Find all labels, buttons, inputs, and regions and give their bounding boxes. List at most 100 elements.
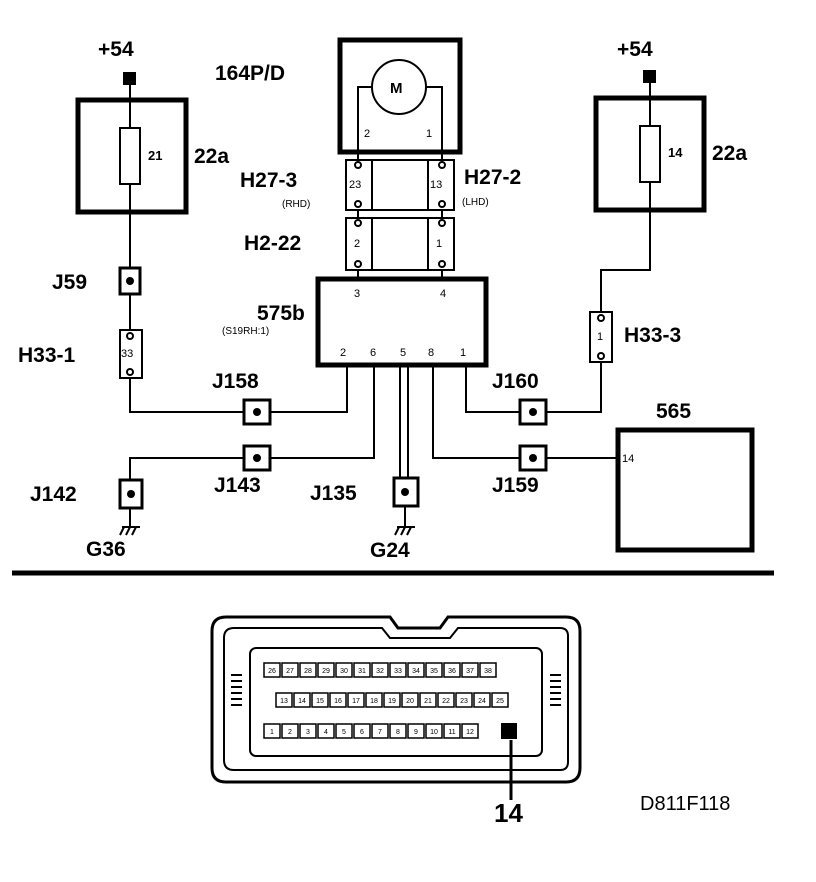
connector-cavity [281,723,299,739]
connector-h33-1-pin: 33 [121,348,133,360]
connector-cavity-label: 37 [466,668,474,675]
connector-cavity [371,662,389,678]
connector-cavity-label: 4 [324,729,328,736]
supply-right-terminal [643,70,656,83]
supply-right-label: +54 [617,38,653,61]
connector-h2-22-label: H2-22 [244,232,301,255]
connector-cavity [353,662,371,678]
unit-565 [615,427,755,553]
connector-h33-1-label: H33-1 [18,344,76,367]
connector-cavity [383,692,401,708]
module-575b-pin-1: 1 [460,347,466,359]
motor-label: 164P/D [215,62,285,85]
module-575b-pin-5: 5 [400,347,406,359]
connector-cavity [293,692,311,708]
connector-cavity-label: 2 [288,729,292,736]
connector-cavity-label: 10 [430,729,438,736]
connector-h33-3-pin: 1 [597,331,603,343]
connector-h2-22-pin-left: 2 [354,238,360,250]
connector-cavity-label: 16 [334,698,342,705]
connector-cavity [329,692,347,708]
connector-cavity [281,662,299,678]
connector-cavity-label: 38 [484,668,492,675]
connector-cavity-label: 22 [442,698,450,705]
ground-g36-symbol [119,526,140,536]
connector-cavity [389,662,407,678]
connector-cavity-label: 31 [358,668,366,675]
unit-565-pin: 14 [622,453,634,465]
fuse-right-element [639,125,661,183]
motor-pin-left: 2 [364,128,370,140]
connector-cavity [443,662,461,678]
connector-cavity-label: 23 [460,698,468,705]
connector-cavity [407,662,425,678]
connector-h27-2-label: H27-2 [464,166,521,189]
ground-g24-label: G24 [370,539,410,562]
latch-right [550,674,561,706]
connector-cavity-label: 14 [298,698,306,705]
connector-cavity [425,723,443,739]
connector-cavity-label: 7 [378,729,382,736]
connector-cavity-label: 6 [360,729,364,736]
connector-cavity [473,692,491,708]
module-575b-pin-3: 3 [354,288,360,300]
module-575b-pin-4: 4 [440,288,446,300]
connector-cavity [317,662,335,678]
connector-h27-3-label: H27-3 [240,169,297,192]
connector-cavity-label: 12 [466,729,474,736]
connector-cavity-label: 9 [414,729,418,736]
fuse-left-label: 22a [194,145,229,168]
junction-j158-label: J158 [212,370,259,393]
connector-cavity-label: 25 [496,698,504,705]
fuse-left-box [75,97,189,215]
fuse-left-number: 21 [148,148,162,163]
connector-h27-3-pin: 23 [349,179,361,191]
connector-h27-2-note: (LHD) [462,197,489,208]
connector-cavity [389,723,407,739]
connector-cavity-label: 24 [478,698,486,705]
connector-cavity-label: 20 [406,698,414,705]
junction-j143-label: J143 [214,474,261,497]
motor-pin-right: 1 [426,128,432,140]
connector-cavity-label: 3 [306,729,310,736]
connector-cavity [311,692,329,708]
connector-cavity-label: 13 [280,698,288,705]
supply-left-label: +54 [98,38,134,61]
ground-g24-symbol [394,526,415,536]
connector-cavity-label: 19 [388,698,396,705]
connector-cavity [455,692,473,708]
module-575b-label: 575b [257,302,305,325]
connector-h33-3-label: H33-3 [624,324,681,347]
connector-cavity [365,692,383,708]
connector-cavity-label: 21 [424,698,432,705]
connector-cavity [347,692,365,708]
connector-cavity-label: 36 [448,668,456,675]
connector-cavity [437,692,455,708]
unit-565-label: 565 [656,400,691,423]
connector-cavity-label: 29 [322,668,330,675]
connector-cavity-label: 26 [268,668,276,675]
connector-callout-label: 14 [494,798,523,828]
module-575b-note: (S19RH:1) [222,326,269,337]
connector-cavity [479,662,497,678]
connector-cavity [443,723,461,739]
connector-cavity [491,692,509,708]
connector-cavity-label: 1 [270,729,274,736]
junction-j135-label: J135 [310,482,357,505]
connector-h27-2-pin: 13 [430,179,442,191]
connector-h27-3-note: (RHD) [282,199,310,210]
connector-cavity-label: 27 [286,668,294,675]
fuse-right-label: 22a [712,142,747,165]
connector-cavity [299,662,317,678]
connector-cavity-label: 28 [304,668,312,675]
motor-box [337,37,463,155]
latch-left [231,674,242,706]
fuse-right-number: 14 [668,145,683,160]
connector-cavity-label: 33 [394,668,402,675]
connector-cavity-label: 8 [396,729,400,736]
supply-left-terminal [123,72,136,85]
connector-cavity [263,662,281,678]
